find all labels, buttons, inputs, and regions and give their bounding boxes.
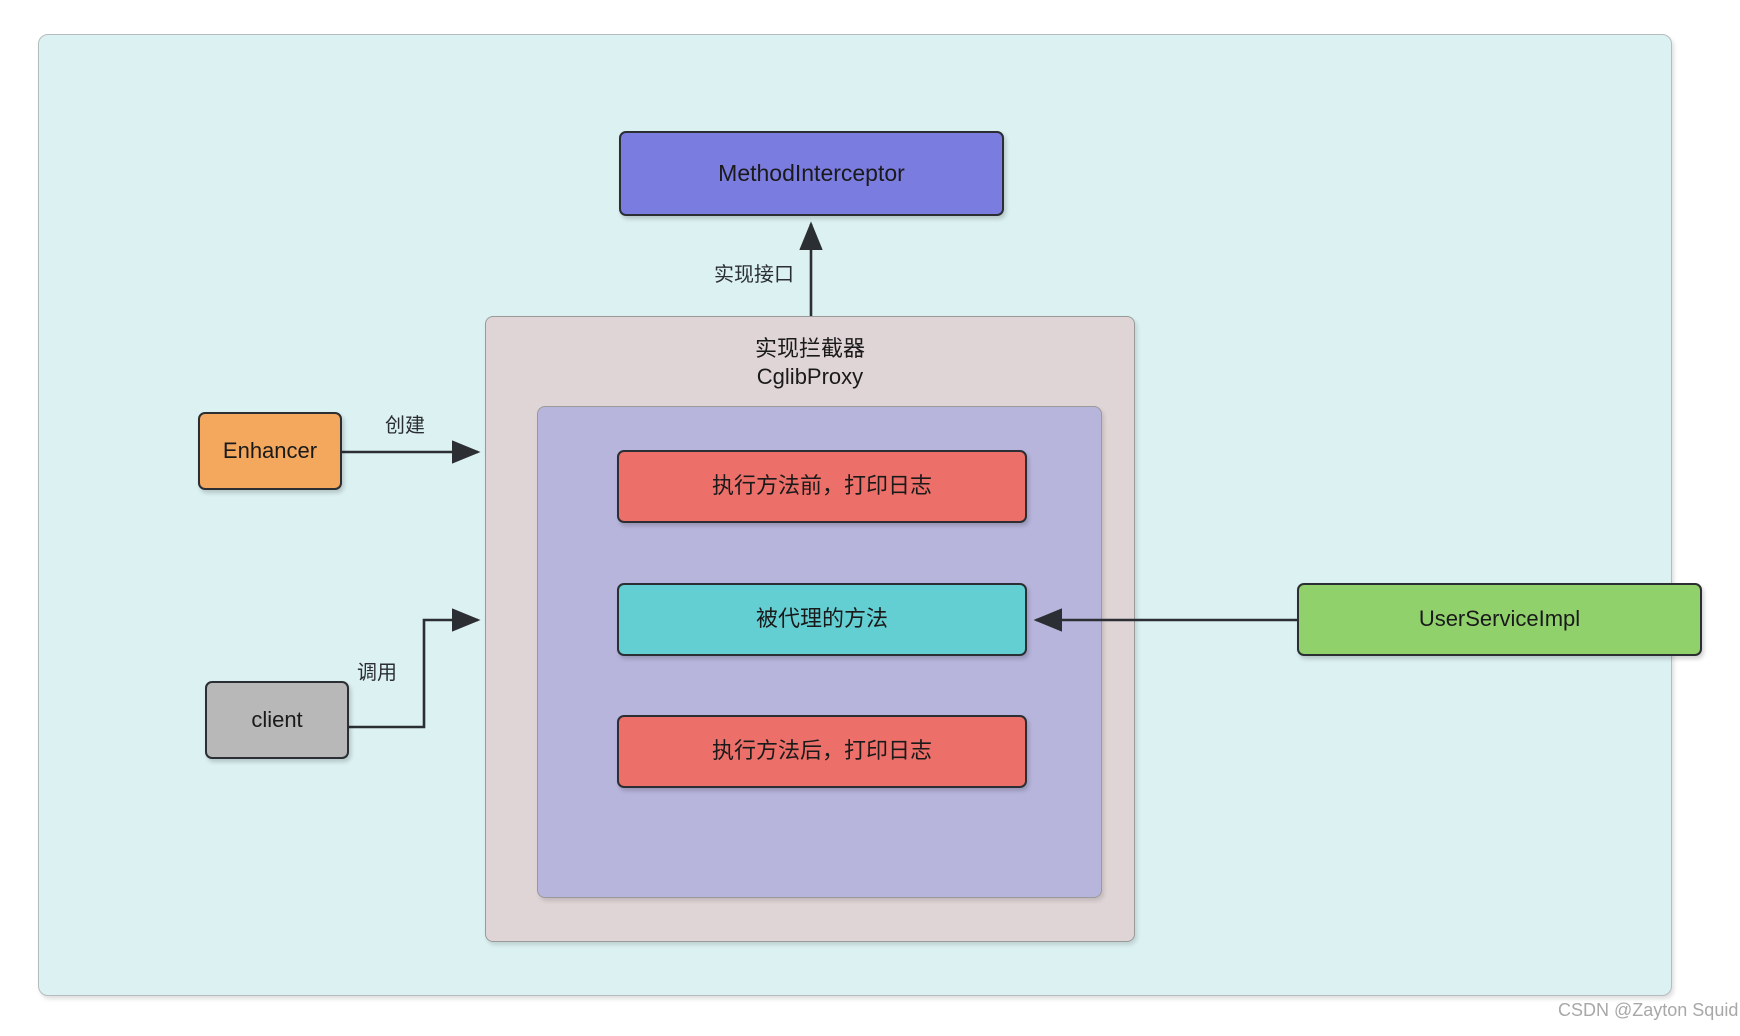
cglib-proxy-label: 实现拦截器 CglibProxy bbox=[754, 336, 865, 390]
before-log-label: 执行方法前，打印日志 bbox=[711, 473, 932, 499]
before-log-box[interactable]: 执行方法前，打印日志 bbox=[617, 450, 1027, 523]
user-service-impl-box[interactable]: UserServiceImpl bbox=[1297, 583, 1702, 656]
after-log-box[interactable]: 执行方法后，打印日志 bbox=[617, 715, 1027, 788]
after-log-label: 执行方法后，打印日志 bbox=[711, 738, 932, 764]
user-service-impl-label: UserServiceImpl bbox=[1418, 606, 1581, 632]
method-interceptor-box[interactable]: MethodInterceptor bbox=[619, 131, 1004, 216]
proxied-method-box[interactable]: 被代理的方法 bbox=[617, 583, 1027, 656]
csdn-watermark: CSDN @Zayton Squid bbox=[1558, 1000, 1739, 1020]
method-interceptor-label: MethodInterceptor bbox=[718, 159, 905, 186]
enhancer-label: Enhancer bbox=[222, 437, 318, 463]
client-box[interactable]: client bbox=[205, 681, 349, 759]
edge-label-invoke: 调用 bbox=[357, 662, 397, 684]
proxied-method-label: 被代理的方法 bbox=[755, 606, 888, 632]
edge-label-implements-interface: 实现接口 bbox=[714, 264, 794, 286]
client-label: client bbox=[251, 706, 303, 732]
enhancer-box[interactable]: Enhancer bbox=[198, 412, 342, 490]
edge-label-create: 创建 bbox=[385, 415, 425, 437]
